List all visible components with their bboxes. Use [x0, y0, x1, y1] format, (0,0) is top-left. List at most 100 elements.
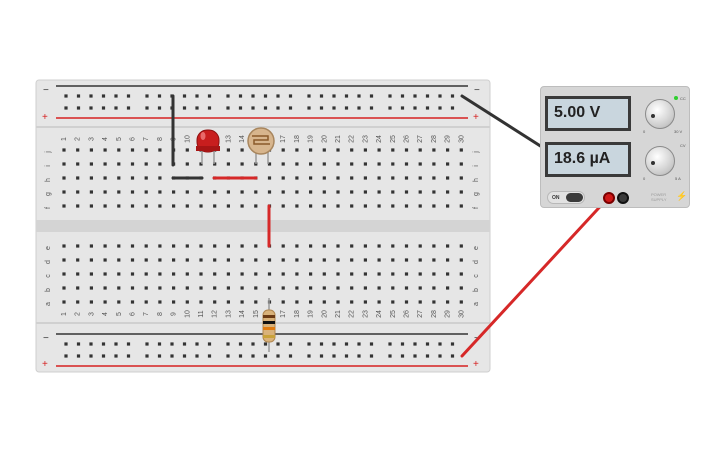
- terminal-hole[interactable]: [432, 162, 436, 166]
- bottom-plus-rail-hole[interactable]: [413, 354, 417, 358]
- terminal-hole[interactable]: [322, 244, 326, 248]
- top-plus-rail-hole[interactable]: [145, 106, 149, 110]
- bottom-minus-rail-hole[interactable]: [238, 342, 243, 346]
- terminal-hole[interactable]: [185, 272, 189, 276]
- terminal-hole[interactable]: [144, 300, 148, 304]
- terminal-hole[interactable]: [309, 204, 313, 208]
- top-plus-rail-hole[interactable]: [157, 106, 162, 110]
- top-plus-rail-hole[interactable]: [400, 106, 405, 110]
- terminal-hole[interactable]: [158, 176, 162, 180]
- bottom-minus-rail-hole[interactable]: [64, 342, 68, 346]
- terminal-hole[interactable]: [62, 190, 66, 194]
- terminal-hole[interactable]: [391, 162, 395, 166]
- top-plus-rail-hole[interactable]: [76, 106, 81, 110]
- terminal-hole[interactable]: [185, 148, 189, 152]
- terminal-hole[interactable]: [281, 162, 285, 166]
- terminal-hole[interactable]: [459, 190, 463, 194]
- bottom-plus-rail-hole[interactable]: [263, 354, 268, 358]
- terminal-hole[interactable]: [309, 176, 313, 180]
- terminal-hole[interactable]: [281, 272, 285, 276]
- terminal-hole[interactable]: [144, 204, 148, 208]
- terminal-hole[interactable]: [418, 300, 422, 304]
- bottom-plus-rail-hole[interactable]: [307, 354, 311, 358]
- terminal-hole[interactable]: [199, 190, 203, 194]
- terminal-hole[interactable]: [432, 244, 436, 248]
- terminal-hole[interactable]: [130, 176, 135, 180]
- terminal-hole[interactable]: [89, 286, 93, 290]
- terminal-hole[interactable]: [130, 286, 135, 290]
- top-plus-rail-hole[interactable]: [369, 106, 374, 110]
- terminal-hole[interactable]: [391, 300, 395, 304]
- negative-terminal[interactable]: [617, 192, 629, 204]
- bottom-minus-rail-hole[interactable]: [89, 342, 93, 346]
- terminal-hole[interactable]: [446, 190, 450, 194]
- terminal-hole[interactable]: [446, 148, 450, 152]
- terminal-hole[interactable]: [295, 244, 299, 248]
- terminal-hole[interactable]: [76, 204, 80, 208]
- terminal-hole[interactable]: [226, 190, 230, 194]
- terminal-hole[interactable]: [322, 176, 326, 180]
- terminal-hole[interactable]: [267, 272, 272, 276]
- terminal-hole[interactable]: [267, 190, 272, 194]
- top-minus-rail-hole[interactable]: [307, 94, 311, 98]
- terminal-hole[interactable]: [404, 190, 409, 194]
- terminal-hole[interactable]: [446, 162, 450, 166]
- terminal-hole[interactable]: [336, 258, 340, 262]
- top-minus-rail-hole[interactable]: [388, 94, 392, 98]
- terminal-hole[interactable]: [267, 286, 272, 290]
- terminal-hole[interactable]: [158, 272, 162, 276]
- top-minus-rail-hole[interactable]: [288, 94, 293, 98]
- terminal-hole[interactable]: [418, 190, 422, 194]
- top-plus-rail-hole[interactable]: [207, 106, 212, 110]
- terminal-hole[interactable]: [404, 162, 409, 166]
- terminal-hole[interactable]: [76, 162, 80, 166]
- top-minus-rail-hole[interactable]: [438, 94, 442, 98]
- terminal-hole[interactable]: [76, 286, 80, 290]
- terminal-hole[interactable]: [418, 162, 422, 166]
- terminal-hole[interactable]: [363, 148, 367, 152]
- terminal-hole[interactable]: [377, 272, 381, 276]
- top-plus-rail-hole[interactable]: [413, 106, 417, 110]
- terminal-hole[interactable]: [117, 272, 121, 276]
- terminal-hole[interactable]: [144, 148, 148, 152]
- terminal-hole[interactable]: [404, 272, 409, 276]
- terminal-hole[interactable]: [103, 148, 107, 152]
- bottom-minus-rail-hole[interactable]: [145, 342, 149, 346]
- terminal-hole[interactable]: [213, 300, 217, 304]
- terminal-hole[interactable]: [89, 204, 93, 208]
- terminal-hole[interactable]: [295, 176, 299, 180]
- terminal-hole[interactable]: [404, 286, 409, 290]
- top-plus-rail-hole[interactable]: [450, 106, 455, 110]
- bottom-minus-rail-hole[interactable]: [425, 342, 430, 346]
- bottom-plus-rail-hole[interactable]: [276, 354, 280, 358]
- terminal-hole[interactable]: [350, 204, 354, 208]
- terminal-hole[interactable]: [213, 204, 217, 208]
- terminal-hole[interactable]: [350, 190, 354, 194]
- terminal-hole[interactable]: [309, 148, 313, 152]
- terminal-hole[interactable]: [185, 286, 189, 290]
- terminal-hole[interactable]: [322, 162, 326, 166]
- terminal-hole[interactable]: [281, 204, 285, 208]
- positive-terminal[interactable]: [603, 192, 615, 204]
- bottom-minus-rail-hole[interactable]: [76, 342, 81, 346]
- terminal-hole[interactable]: [144, 272, 148, 276]
- terminal-hole[interactable]: [254, 272, 258, 276]
- terminal-hole[interactable]: [254, 244, 258, 248]
- terminal-hole[interactable]: [404, 258, 409, 262]
- terminal-hole[interactable]: [76, 176, 80, 180]
- terminal-hole[interactable]: [130, 148, 135, 152]
- terminal-hole[interactable]: [117, 244, 121, 248]
- terminal-hole[interactable]: [391, 258, 395, 262]
- terminal-hole[interactable]: [377, 204, 381, 208]
- top-minus-rail-hole[interactable]: [450, 94, 455, 98]
- top-plus-rail-hole[interactable]: [195, 106, 199, 110]
- terminal-hole[interactable]: [459, 204, 463, 208]
- top-minus-rail-hole[interactable]: [207, 94, 212, 98]
- top-minus-rail-hole[interactable]: [101, 94, 106, 98]
- terminal-hole[interactable]: [322, 148, 326, 152]
- terminal-hole[interactable]: [377, 286, 381, 290]
- bottom-minus-rail-hole[interactable]: [307, 342, 311, 346]
- terminal-hole[interactable]: [350, 272, 354, 276]
- top-plus-rail-hole[interactable]: [251, 106, 255, 110]
- terminal-hole[interactable]: [62, 176, 66, 180]
